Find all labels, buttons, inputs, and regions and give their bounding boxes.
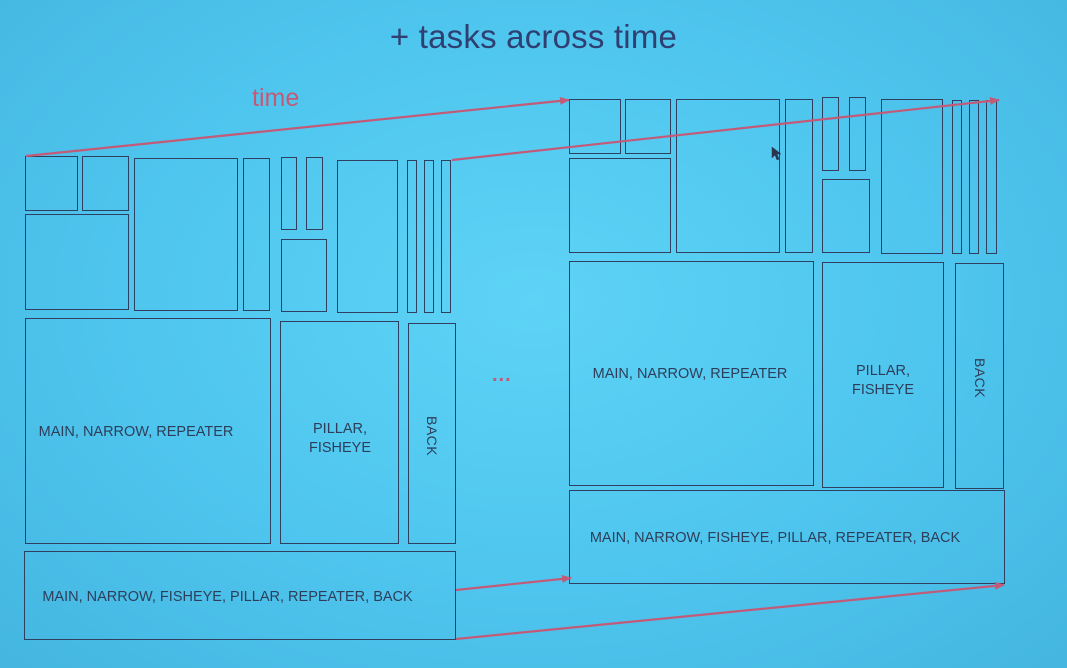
left-pillar-box: PILLAR, FISHEYE [280, 321, 399, 544]
right-cell [822, 97, 839, 171]
left-bottom-box: MAIN, NARROW, FISHEYE, PILLAR, REPEATER,… [24, 551, 456, 640]
right-main-label: MAIN, NARROW, REPEATER [592, 366, 788, 382]
right-cell [625, 99, 671, 154]
right-back-box: BACK [955, 263, 1004, 489]
right-cell [952, 100, 962, 254]
left-cell [243, 158, 270, 311]
left-pillar-label: PILLAR, FISHEYE [281, 420, 399, 458]
arrow-time-top-left [25, 96, 570, 158]
right-pillar-label-line1: PILLAR, [856, 363, 910, 379]
right-cell [785, 99, 813, 253]
left-pillar-label-line1: PILLAR, [313, 421, 367, 437]
right-cell [569, 158, 671, 253]
arrow-time-top-right [451, 97, 1000, 162]
right-cell [569, 99, 621, 154]
left-cell [82, 156, 129, 211]
left-cell [441, 160, 451, 313]
right-cell [822, 179, 870, 253]
right-pillar-label: PILLAR, FISHEYE [823, 362, 943, 400]
left-cell [25, 156, 78, 211]
left-cell [407, 160, 417, 313]
right-cell [676, 99, 780, 253]
arrow-time-bottom-right [455, 581, 1005, 641]
right-main-box: MAIN, NARROW, REPEATER [569, 261, 814, 486]
left-bottom-label: MAIN, NARROW, FISHEYE, PILLAR, REPEATER,… [42, 589, 413, 605]
left-cell [337, 160, 398, 313]
left-cell [281, 157, 297, 230]
slide-title: + tasks across time [389, 18, 678, 55]
left-cell [134, 158, 238, 311]
left-cell [281, 239, 327, 312]
left-main-box: MAIN, NARROW, REPEATER [25, 318, 271, 544]
right-bottom-label: MAIN, NARROW, FISHEYE, PILLAR, REPEATER,… [589, 530, 961, 546]
left-back-box: BACK [408, 323, 456, 544]
left-cell [424, 160, 434, 313]
time-axis-label: time [252, 84, 300, 112]
left-main-label: MAIN, NARROW, REPEATER [38, 424, 234, 440]
right-pillar-box: PILLAR, FISHEYE [822, 262, 944, 488]
right-cell [849, 97, 866, 171]
right-cell [881, 99, 943, 254]
ellipsis: ... [492, 364, 512, 386]
arrow-time-bottom-left [455, 574, 572, 592]
left-pillar-label-line2: FISHEYE [308, 440, 372, 456]
cursor-icon [771, 146, 781, 161]
right-pillar-label-line2: FISHEYE [851, 382, 915, 398]
right-cell [969, 100, 979, 254]
left-cell [25, 214, 129, 310]
left-cell [306, 157, 323, 230]
right-bottom-box: MAIN, NARROW, FISHEYE, PILLAR, REPEATER,… [569, 490, 1005, 584]
